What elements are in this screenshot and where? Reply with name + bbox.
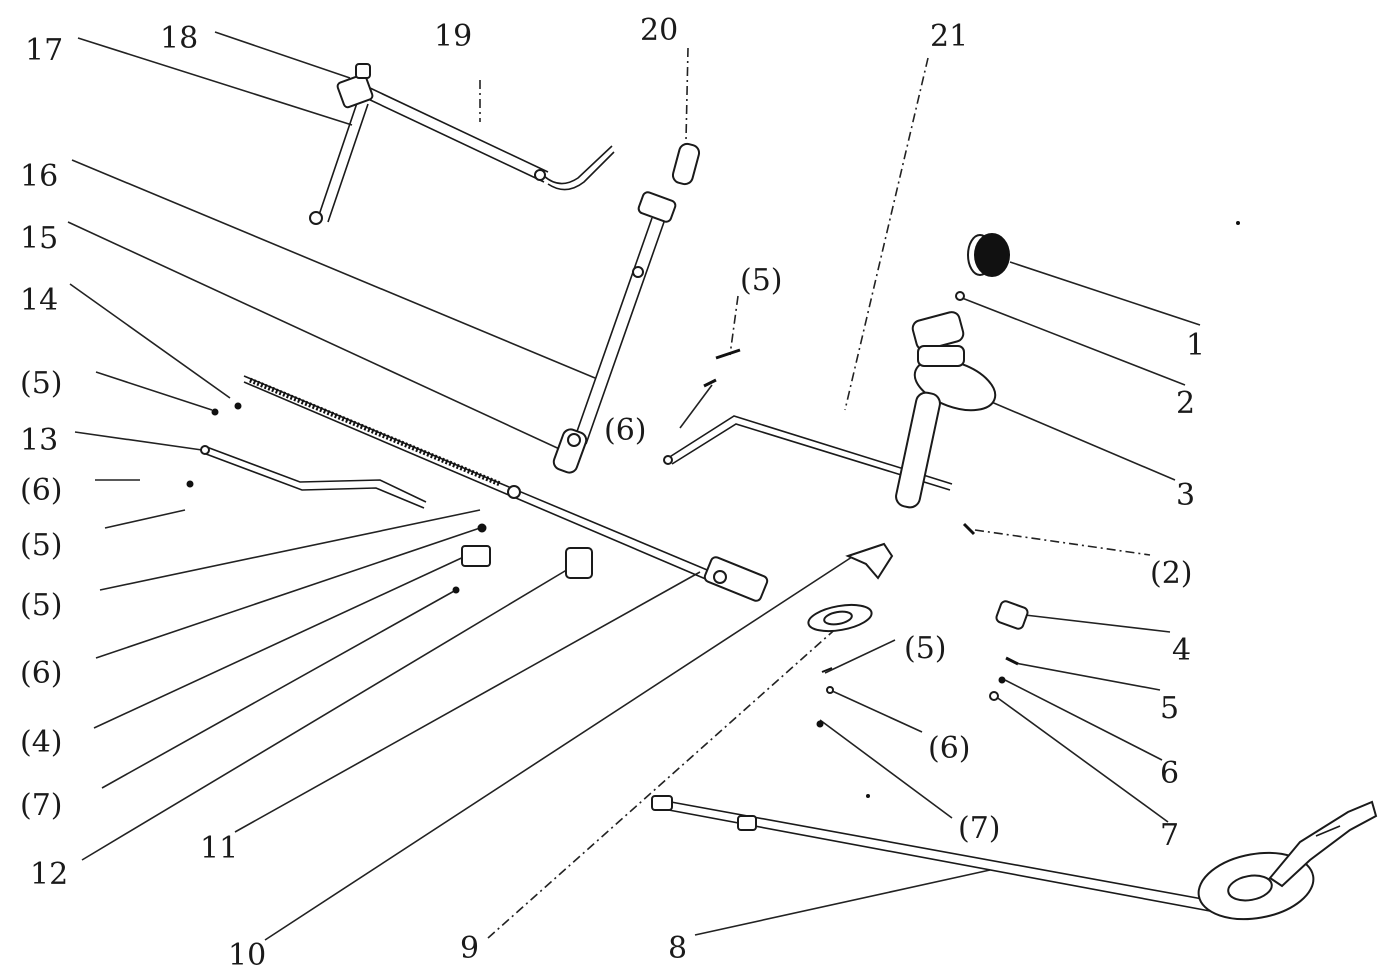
- label-2: 2: [1176, 386, 1195, 421]
- label-12: 12: [30, 857, 68, 892]
- label-14: 14: [20, 283, 58, 318]
- knob-assembly: [895, 233, 1010, 509]
- label-21: 21: [930, 19, 968, 54]
- label-8: 8: [668, 931, 687, 966]
- label-7-m: (7): [958, 811, 1001, 846]
- label-5-b: (5): [20, 528, 63, 563]
- label-9: 9: [460, 931, 479, 966]
- bottom-rod-pedal: [651, 795, 1378, 921]
- label-6-a: (6): [20, 473, 63, 508]
- rod-21: [663, 348, 953, 491]
- label-10: 10: [228, 938, 266, 973]
- label-15: 15: [20, 221, 58, 256]
- lever-rod-20: [552, 142, 701, 474]
- label-5-m: (5): [904, 631, 947, 666]
- label-6-m: (6): [928, 731, 971, 766]
- middle-lower-parts: [807, 542, 894, 728]
- label-7: 7: [1160, 818, 1179, 853]
- label-5-top: (5): [740, 263, 783, 298]
- small-hardware-right: [962, 522, 1029, 701]
- label-3: 3: [1176, 478, 1195, 513]
- label-6-mid: (6): [604, 413, 647, 448]
- label-6-b: (6): [20, 656, 63, 691]
- label-5-a: (5): [20, 366, 63, 401]
- label-18: 18: [160, 21, 198, 56]
- label-5-c: (5): [20, 588, 63, 623]
- label-2-paren: (2): [1150, 556, 1193, 591]
- bent-rod-13: [200, 445, 427, 509]
- label-5: 5: [1160, 691, 1179, 726]
- label-20: 20: [640, 13, 678, 48]
- label-4-a: (4): [20, 725, 63, 760]
- specks: [866, 221, 1240, 798]
- label-11: 11: [200, 831, 238, 866]
- label-7-a: (7): [20, 788, 63, 823]
- label-6: 6: [1160, 756, 1179, 791]
- part-labels: 17 18 19 20 21 16 15 14 (5) 13 (6) (5) (…: [20, 13, 1205, 973]
- label-17: 17: [25, 33, 63, 68]
- label-16: 16: [20, 159, 58, 194]
- upper-handle-assembly: [309, 63, 615, 225]
- leader-lines: [67, 31, 1201, 941]
- main-link-rod: [243, 375, 769, 602]
- label-19: 19: [434, 19, 472, 54]
- label-1: 1: [1186, 328, 1205, 363]
- small-hardware-left: [186, 402, 593, 594]
- label-13: 13: [20, 423, 58, 458]
- label-4: 4: [1172, 633, 1191, 668]
